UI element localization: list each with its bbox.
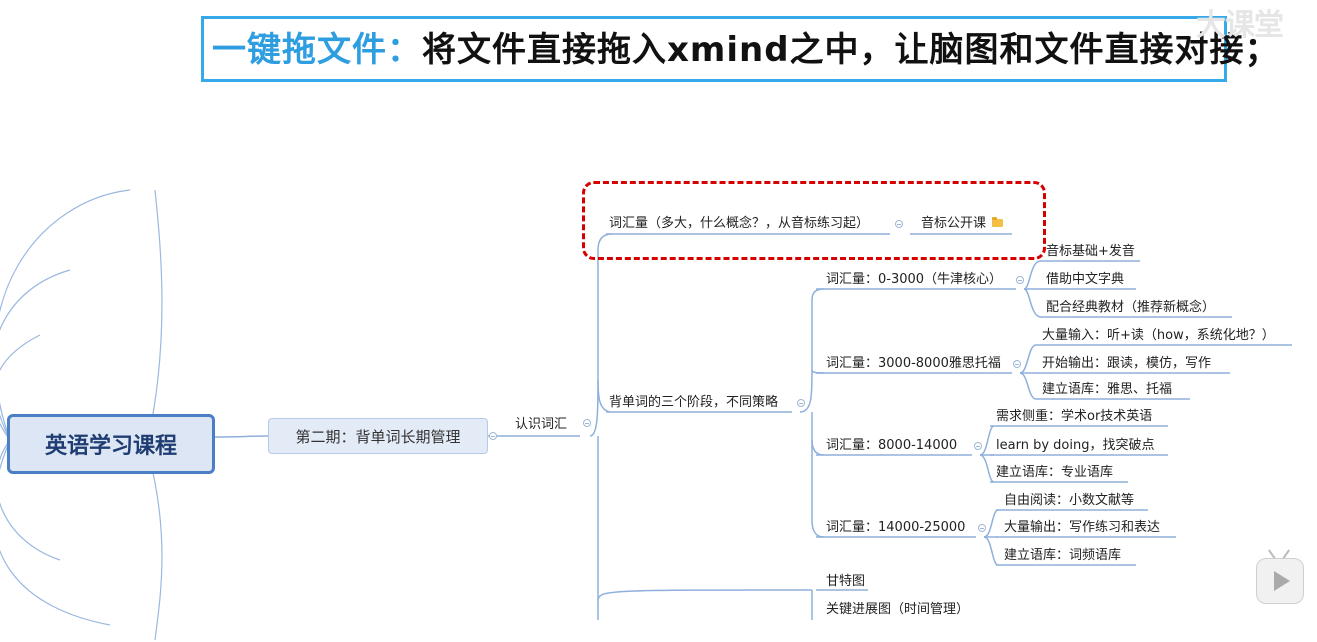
stage-detail[interactable]: 建立语库：雅思、托福: [1042, 382, 1173, 397]
collapse-toggle-icon[interactable]: [797, 399, 805, 407]
collapse-toggle-icon[interactable]: [974, 442, 982, 450]
phonetic-course-topic[interactable]: 音标公开课: [921, 215, 1004, 233]
stage-detail[interactable]: 建立语库：词频语库: [1004, 548, 1122, 563]
collapse-toggle-icon[interactable]: [895, 220, 903, 228]
title-banner: 一键拖文件：将文件直接拖入xmind之中，让脑图和文件直接对接；: [201, 16, 1279, 82]
stage-detail[interactable]: 大量输出：写作练习和表达: [1004, 520, 1161, 535]
branch-topic[interactable]: 认识词汇: [515, 417, 568, 432]
banner-text: 一键拖文件：将文件直接拖入xmind之中，让脑图和文件直接对接；: [212, 29, 1280, 71]
phase-topic[interactable]: 第二期：背单词长期管理: [268, 418, 488, 454]
stage-detail[interactable]: 建立语库：专业语库: [996, 465, 1114, 480]
tool-topic[interactable]: 关键进展图（时间管理）: [826, 602, 970, 617]
stage-detail[interactable]: 配合经典教材（推荐新概念）: [1046, 300, 1216, 315]
stage-topic[interactable]: 词汇量：14000-25000: [826, 520, 966, 535]
watermark-logo: 大课堂: [1196, 8, 1284, 43]
folder-icon[interactable]: [992, 216, 1004, 227]
stages-topic[interactable]: 背单词的三个阶段，不同策略: [609, 395, 779, 410]
stage-topic[interactable]: 词汇量：8000-14000: [826, 438, 958, 453]
stage-detail[interactable]: learn by doing，找突破点: [996, 438, 1155, 453]
collapse-toggle-icon[interactable]: [1013, 360, 1021, 368]
stage-detail[interactable]: 大量输入：听+读（how，系统化地？）: [1042, 328, 1275, 343]
stage-detail[interactable]: 需求侧重：学术or技术英语: [996, 409, 1153, 424]
collapse-toggle-icon[interactable]: [1016, 276, 1024, 284]
stage-detail[interactable]: 自由阅读：小数文献等: [1004, 493, 1135, 508]
stage-detail[interactable]: 借助中文字典: [1046, 272, 1125, 287]
play-icon[interactable]: [1256, 558, 1304, 604]
stage-detail[interactable]: 音标基础+发音: [1046, 244, 1135, 259]
callout-dashed-box: [582, 181, 1046, 260]
root-topic[interactable]: 英语学习课程: [7, 414, 215, 474]
collapse-toggle-icon[interactable]: [489, 432, 497, 440]
stage-detail[interactable]: 开始输出：跟读，模仿，写作: [1042, 356, 1212, 371]
tool-topic[interactable]: 甘特图: [826, 574, 866, 589]
collapse-toggle-icon[interactable]: [978, 524, 986, 532]
banner-main-text: 将文件直接拖入xmind之中，让脑图和文件直接对接；: [422, 30, 1280, 70]
phonetic-course-label: 音标公开课: [921, 216, 987, 231]
stage-topic[interactable]: 词汇量：3000-8000雅思托福: [826, 356, 1001, 371]
collapse-toggle-icon[interactable]: [583, 419, 591, 427]
stage-topic[interactable]: 词汇量：0-3000（牛津核心）: [826, 272, 1003, 287]
banner-highlight: 一键拖文件：: [212, 30, 422, 70]
vocab-size-topic[interactable]: 词汇量（多大，什么概念？，从音标练习起）: [609, 216, 870, 231]
